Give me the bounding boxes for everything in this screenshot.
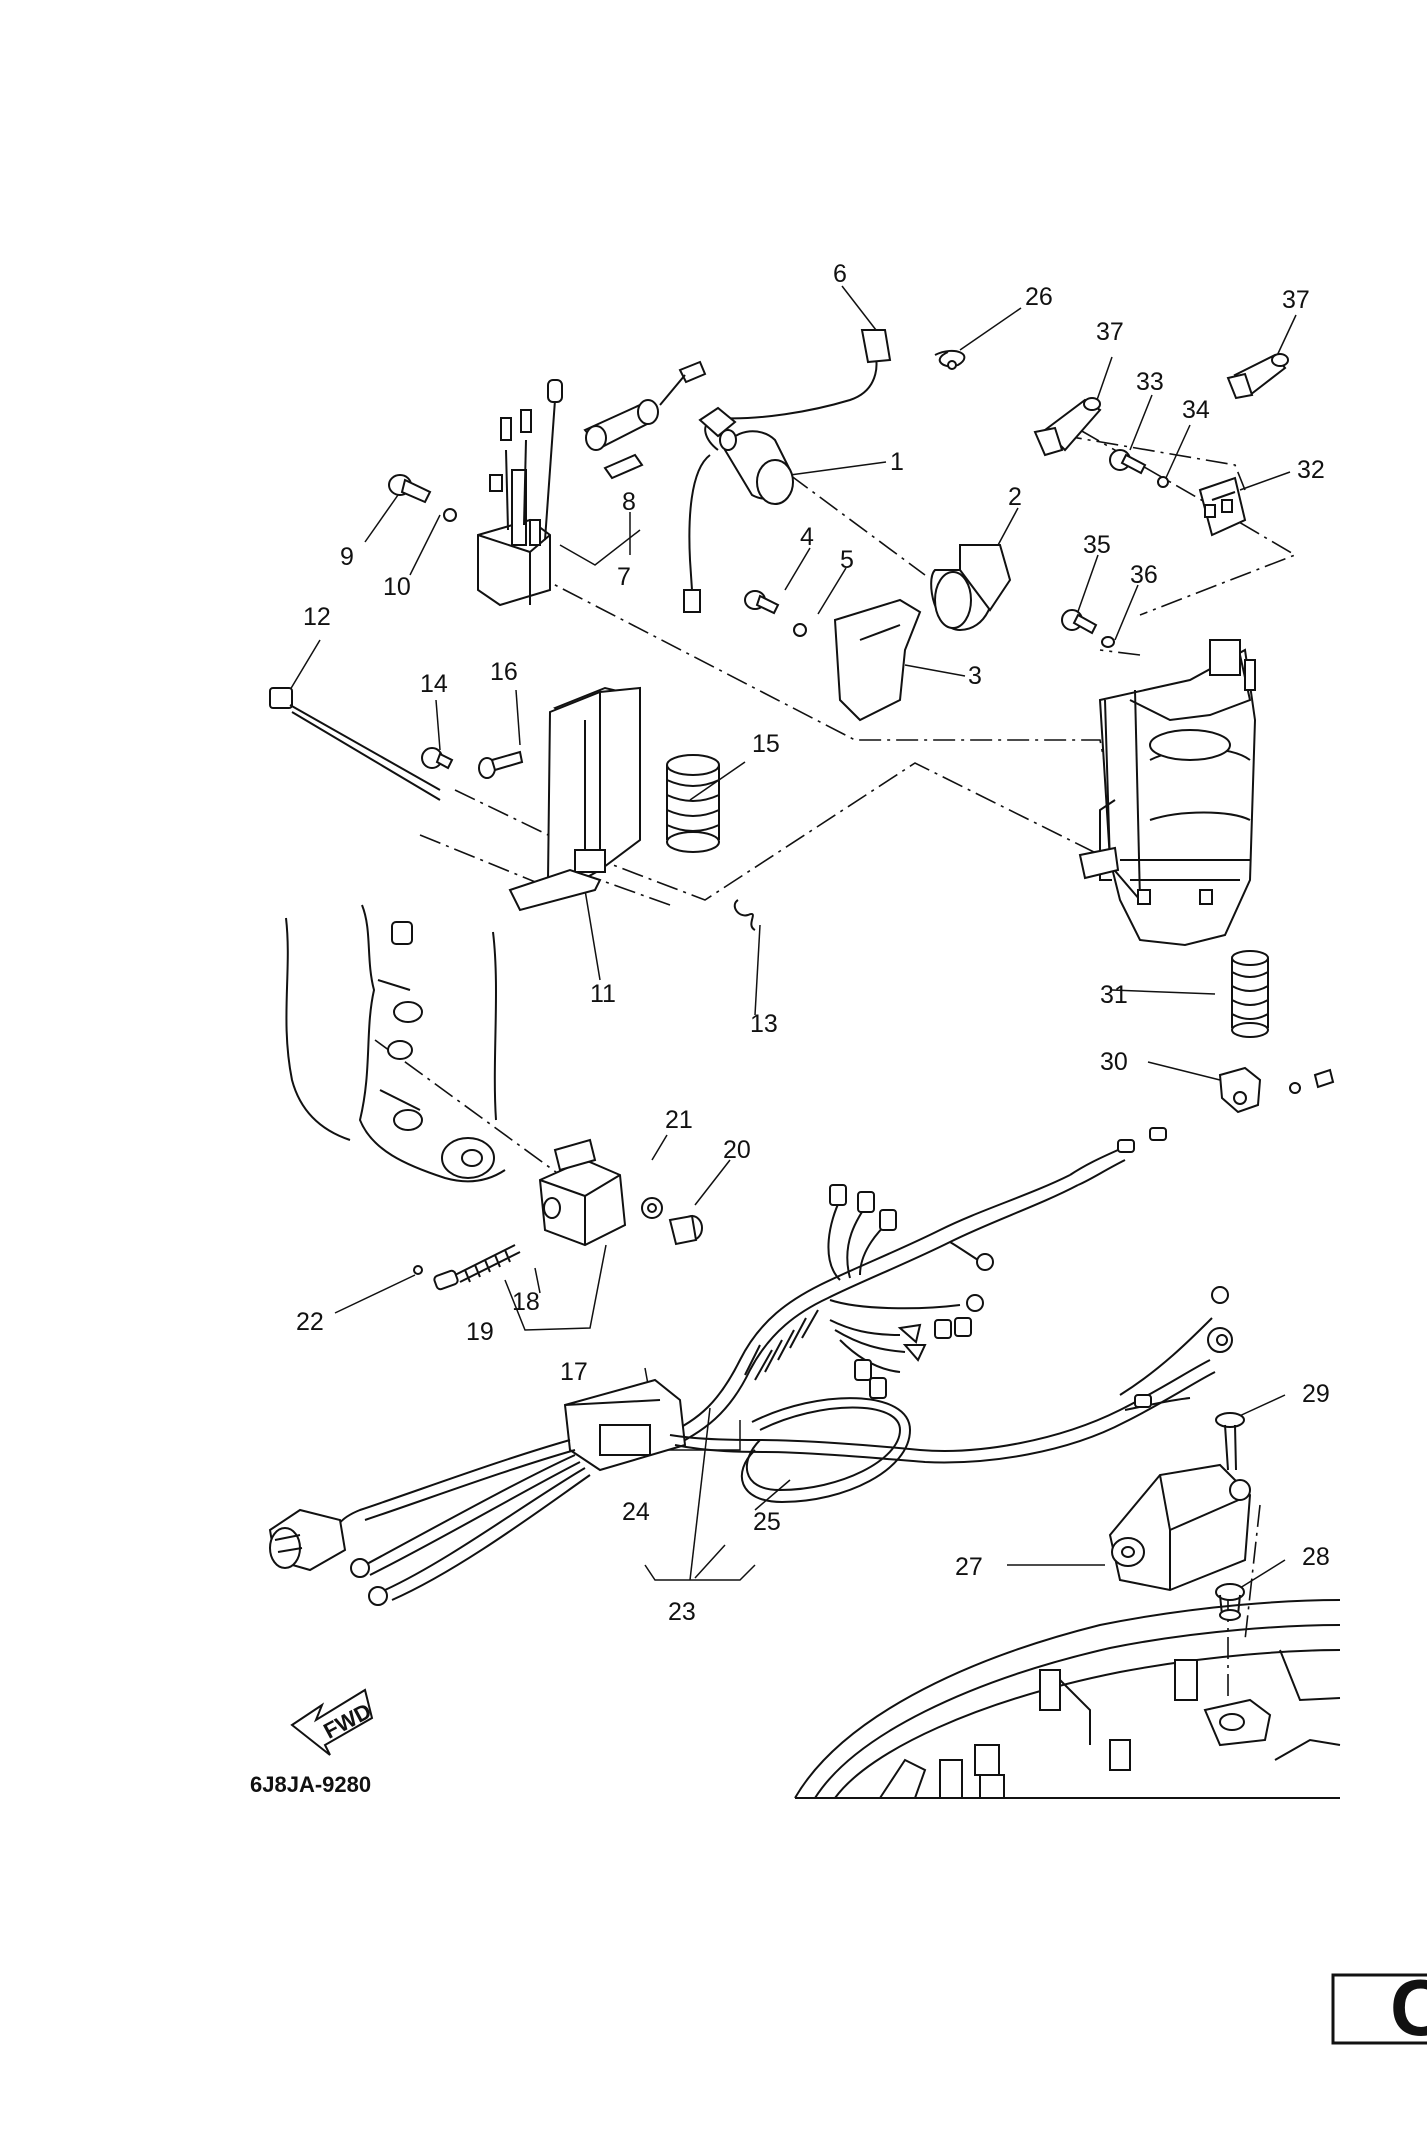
callout-10: 10: [383, 573, 411, 601]
part-1-solenoid: [683, 419, 794, 613]
callout-6: 6: [833, 260, 847, 288]
callout-labels: 6 26 37 37 33 34 32 1 2 35 36 4 5 3 8 7 …: [296, 260, 1330, 1626]
callout-1: 1: [890, 448, 904, 476]
callout-20: 20: [723, 1136, 751, 1164]
part-27-unit: [1108, 1463, 1252, 1592]
part-4-screw: [744, 590, 807, 637]
part-13-clip: [733, 899, 756, 931]
part-7-block: [477, 379, 563, 607]
callout-5: 5: [840, 546, 854, 574]
callout-29: 29: [1302, 1380, 1330, 1408]
callout-33: 33: [1136, 368, 1164, 396]
callout-21: 21: [665, 1106, 693, 1134]
callout-25: 25: [753, 1508, 781, 1536]
callout-12: 12: [303, 603, 331, 631]
part-31-spring: [1231, 950, 1269, 1038]
part-12-cable: [269, 687, 441, 801]
callout-23: 23: [668, 1598, 696, 1626]
part-3-bracket: [833, 598, 922, 722]
callout-17: 17: [560, 1358, 588, 1386]
callout-22: 22: [296, 1308, 324, 1336]
callout-31: 31: [1100, 981, 1128, 1009]
part-30-clamp: [1218, 1066, 1335, 1114]
part-33-screw: [1109, 449, 1169, 488]
callout-24: 24: [622, 1498, 650, 1526]
fwd-arrow-icon: FWD: [290, 1688, 375, 1756]
part-9-screw: [388, 474, 457, 522]
part-32-terminal: [1198, 476, 1247, 537]
part-18-spring: [413, 1244, 521, 1291]
callout-18: 18: [512, 1288, 540, 1316]
callout-28: 28: [1302, 1543, 1330, 1571]
part-17-switch: [538, 1138, 627, 1247]
part-8-fuse: [583, 360, 707, 480]
callout-16: 16: [490, 658, 518, 686]
part-28-collar: [1215, 1583, 1245, 1621]
part-37-cap-left: [1033, 397, 1102, 457]
part-29-bolt: [1215, 1412, 1245, 1471]
callout-7: 7: [617, 563, 631, 591]
wire-harness: [268, 1127, 1233, 1606]
callout-8: 8: [622, 488, 636, 516]
callout-19: 19: [466, 1318, 494, 1346]
callout-36: 36: [1130, 561, 1158, 589]
part-2-clamp: [930, 544, 1012, 632]
housing-assembly: [1078, 639, 1257, 947]
callout-35: 35: [1083, 531, 1111, 559]
leader-lines: [289, 285, 1297, 1589]
part-16-bolt: [478, 750, 524, 779]
part-14-screw: [421, 747, 454, 770]
callout-14: 14: [420, 670, 448, 698]
callout-4: 4: [800, 523, 814, 551]
callout-32: 32: [1297, 456, 1325, 484]
part-15-spring: [666, 754, 720, 853]
callout-3: 3: [968, 662, 982, 690]
engine-block-outline: [285, 904, 506, 1183]
callout-9: 9: [340, 543, 354, 571]
callout-13: 13: [750, 1010, 778, 1038]
drawing-code: 6J8JA-9280: [250, 1772, 371, 1797]
part-6-wire: [698, 329, 892, 438]
callout-37-left: 37: [1096, 318, 1124, 346]
part-11-bracket: [508, 686, 641, 912]
part-20-bolt: [641, 1197, 703, 1246]
callout-37-right: 37: [1282, 286, 1310, 314]
callout-26: 26: [1025, 283, 1053, 311]
callout-2: 2: [1008, 483, 1022, 511]
callout-27: 27: [955, 1553, 983, 1581]
callout-30: 30: [1100, 1048, 1128, 1076]
callout-11: 11: [590, 980, 616, 1008]
callout-15: 15: [752, 730, 780, 758]
bottom-cowl-outline: [794, 1599, 1341, 1799]
part-26-clip: [934, 349, 966, 370]
corner-badge-label: C: [1390, 1963, 1427, 2052]
part-35-screw: [1061, 609, 1115, 648]
corner-badge: C: [1331, 1963, 1427, 2052]
part-37-cap-right: [1226, 353, 1289, 400]
callout-34: 34: [1182, 396, 1210, 424]
